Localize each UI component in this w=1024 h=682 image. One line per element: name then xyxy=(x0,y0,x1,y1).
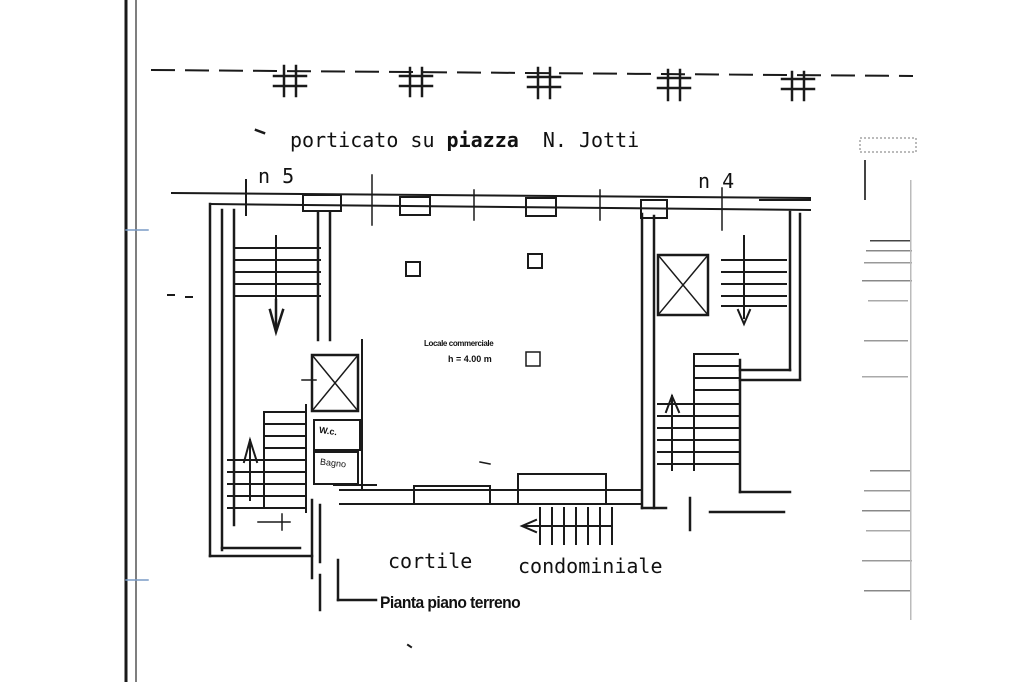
stair-up-arrow xyxy=(664,393,681,414)
stair-down-arrow xyxy=(736,308,752,327)
stair-up-arrow xyxy=(242,436,259,464)
plan-title: Pianta piano terreno xyxy=(380,593,521,612)
courtyard-label-1: cortile xyxy=(388,549,473,573)
portico-column xyxy=(526,66,562,100)
portico-column xyxy=(272,64,308,98)
wc-room xyxy=(313,419,361,451)
stair-down-arrow xyxy=(268,308,285,337)
portico-column xyxy=(656,68,692,102)
street-name: N. Jotti xyxy=(542,128,640,152)
street-prefix: porticato su xyxy=(290,128,435,152)
street-piazza: piazza xyxy=(446,128,519,152)
stair-n5-lower xyxy=(227,404,307,513)
stair-n4-upper xyxy=(721,235,787,319)
front-pillar xyxy=(525,197,557,217)
courtyard-stair xyxy=(523,507,613,545)
door-number-right: n 4 xyxy=(698,169,735,193)
left-block-walls xyxy=(208,202,378,612)
portico-columns xyxy=(272,64,816,102)
room-name-label: Locale commerciale xyxy=(424,339,494,348)
stair-n5-upper xyxy=(233,235,321,301)
door-number-left: n 5 xyxy=(258,164,295,188)
room-pillar xyxy=(525,351,541,367)
portico-column xyxy=(780,70,816,102)
portico-column xyxy=(398,66,434,98)
front-wall xyxy=(170,191,812,212)
back-wall xyxy=(339,473,641,505)
front-pillar xyxy=(399,196,431,216)
elevator-left xyxy=(310,353,360,413)
courtyard-stair-arrow xyxy=(519,518,538,534)
room-pillar xyxy=(405,261,421,277)
right-block-walls xyxy=(640,210,802,532)
front-pillar xyxy=(302,194,342,212)
room-pillar xyxy=(527,253,543,269)
courtyard-label-2: condominiale xyxy=(518,554,663,578)
scan-noise xyxy=(859,137,917,620)
portico-line xyxy=(150,68,914,78)
room-height-label: h = 4.00 m xyxy=(448,354,492,364)
stair-n4-lower xyxy=(657,353,739,471)
street-label: porticato su piazza N. Jotti xyxy=(290,130,639,150)
elevator-right xyxy=(656,253,710,317)
